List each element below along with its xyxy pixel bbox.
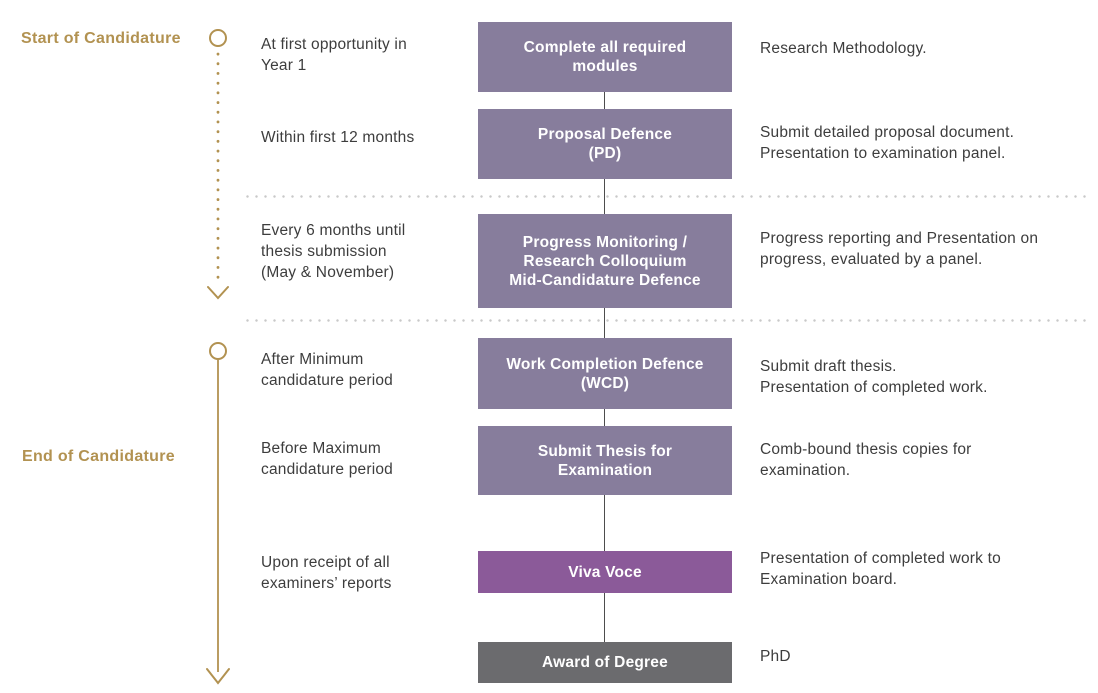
stage-box-award-of-degree: Award of Degree: [478, 642, 732, 683]
arrow-down-icon: [206, 668, 230, 685]
end-of-candidature-label: End of Candidature: [22, 448, 175, 465]
stage-box-complete-modules: Complete all required modules: [478, 22, 732, 92]
desc-viva-voce: Presentation of completed work to Examin…: [760, 550, 1001, 588]
desc-research-methodology: Research Methodology.: [760, 40, 927, 57]
timing-every-6-months: Every 6 months until thesis submission (…: [261, 222, 406, 281]
start-of-candidature-label: Start of Candidature: [21, 30, 181, 47]
timing-within-12-months: Within first 12 months: [261, 129, 415, 146]
desc-work-completion: Submit draft thesis. Presentation of com…: [760, 358, 988, 396]
start-timeline-arrow-icon: [207, 29, 229, 300]
timing-upon-receipt: Upon receipt of all examiners’ reports: [261, 554, 392, 592]
desc-proposal-defence: Submit detailed proposal document. Prese…: [760, 124, 1015, 162]
desc-submit-thesis: Comb-bound thesis copies for examination…: [760, 441, 972, 479]
stage-box-proposal-defence: Proposal Defence (PD): [478, 109, 732, 179]
dotted-separator: [243, 195, 1090, 198]
stage-box-submit-thesis: Submit Thesis for Examination: [478, 426, 732, 495]
timeline-start-circle-icon: [209, 29, 227, 47]
stage-box-work-completion-defence: Work Completion Defence (WCD): [478, 338, 732, 409]
desc-phd: PhD: [760, 648, 791, 665]
dotted-separator: [243, 319, 1090, 322]
timeline-end-circle-icon: [209, 342, 227, 360]
stage-box-viva-voce: Viva Voce: [478, 551, 732, 593]
stage-box-progress-monitoring: Progress Monitoring / Research Colloquiu…: [478, 214, 732, 308]
end-timeline-arrow-icon: [206, 342, 230, 685]
timing-before-maximum: Before Maximum candidature period: [261, 440, 393, 478]
timing-first-opportunity: At first opportunity in Year 1: [261, 36, 407, 74]
timing-after-minimum: After Minimum candidature period: [261, 351, 393, 389]
arrow-down-icon: [207, 286, 229, 300]
desc-progress-monitoring: Progress reporting and Presentation on p…: [760, 230, 1039, 268]
